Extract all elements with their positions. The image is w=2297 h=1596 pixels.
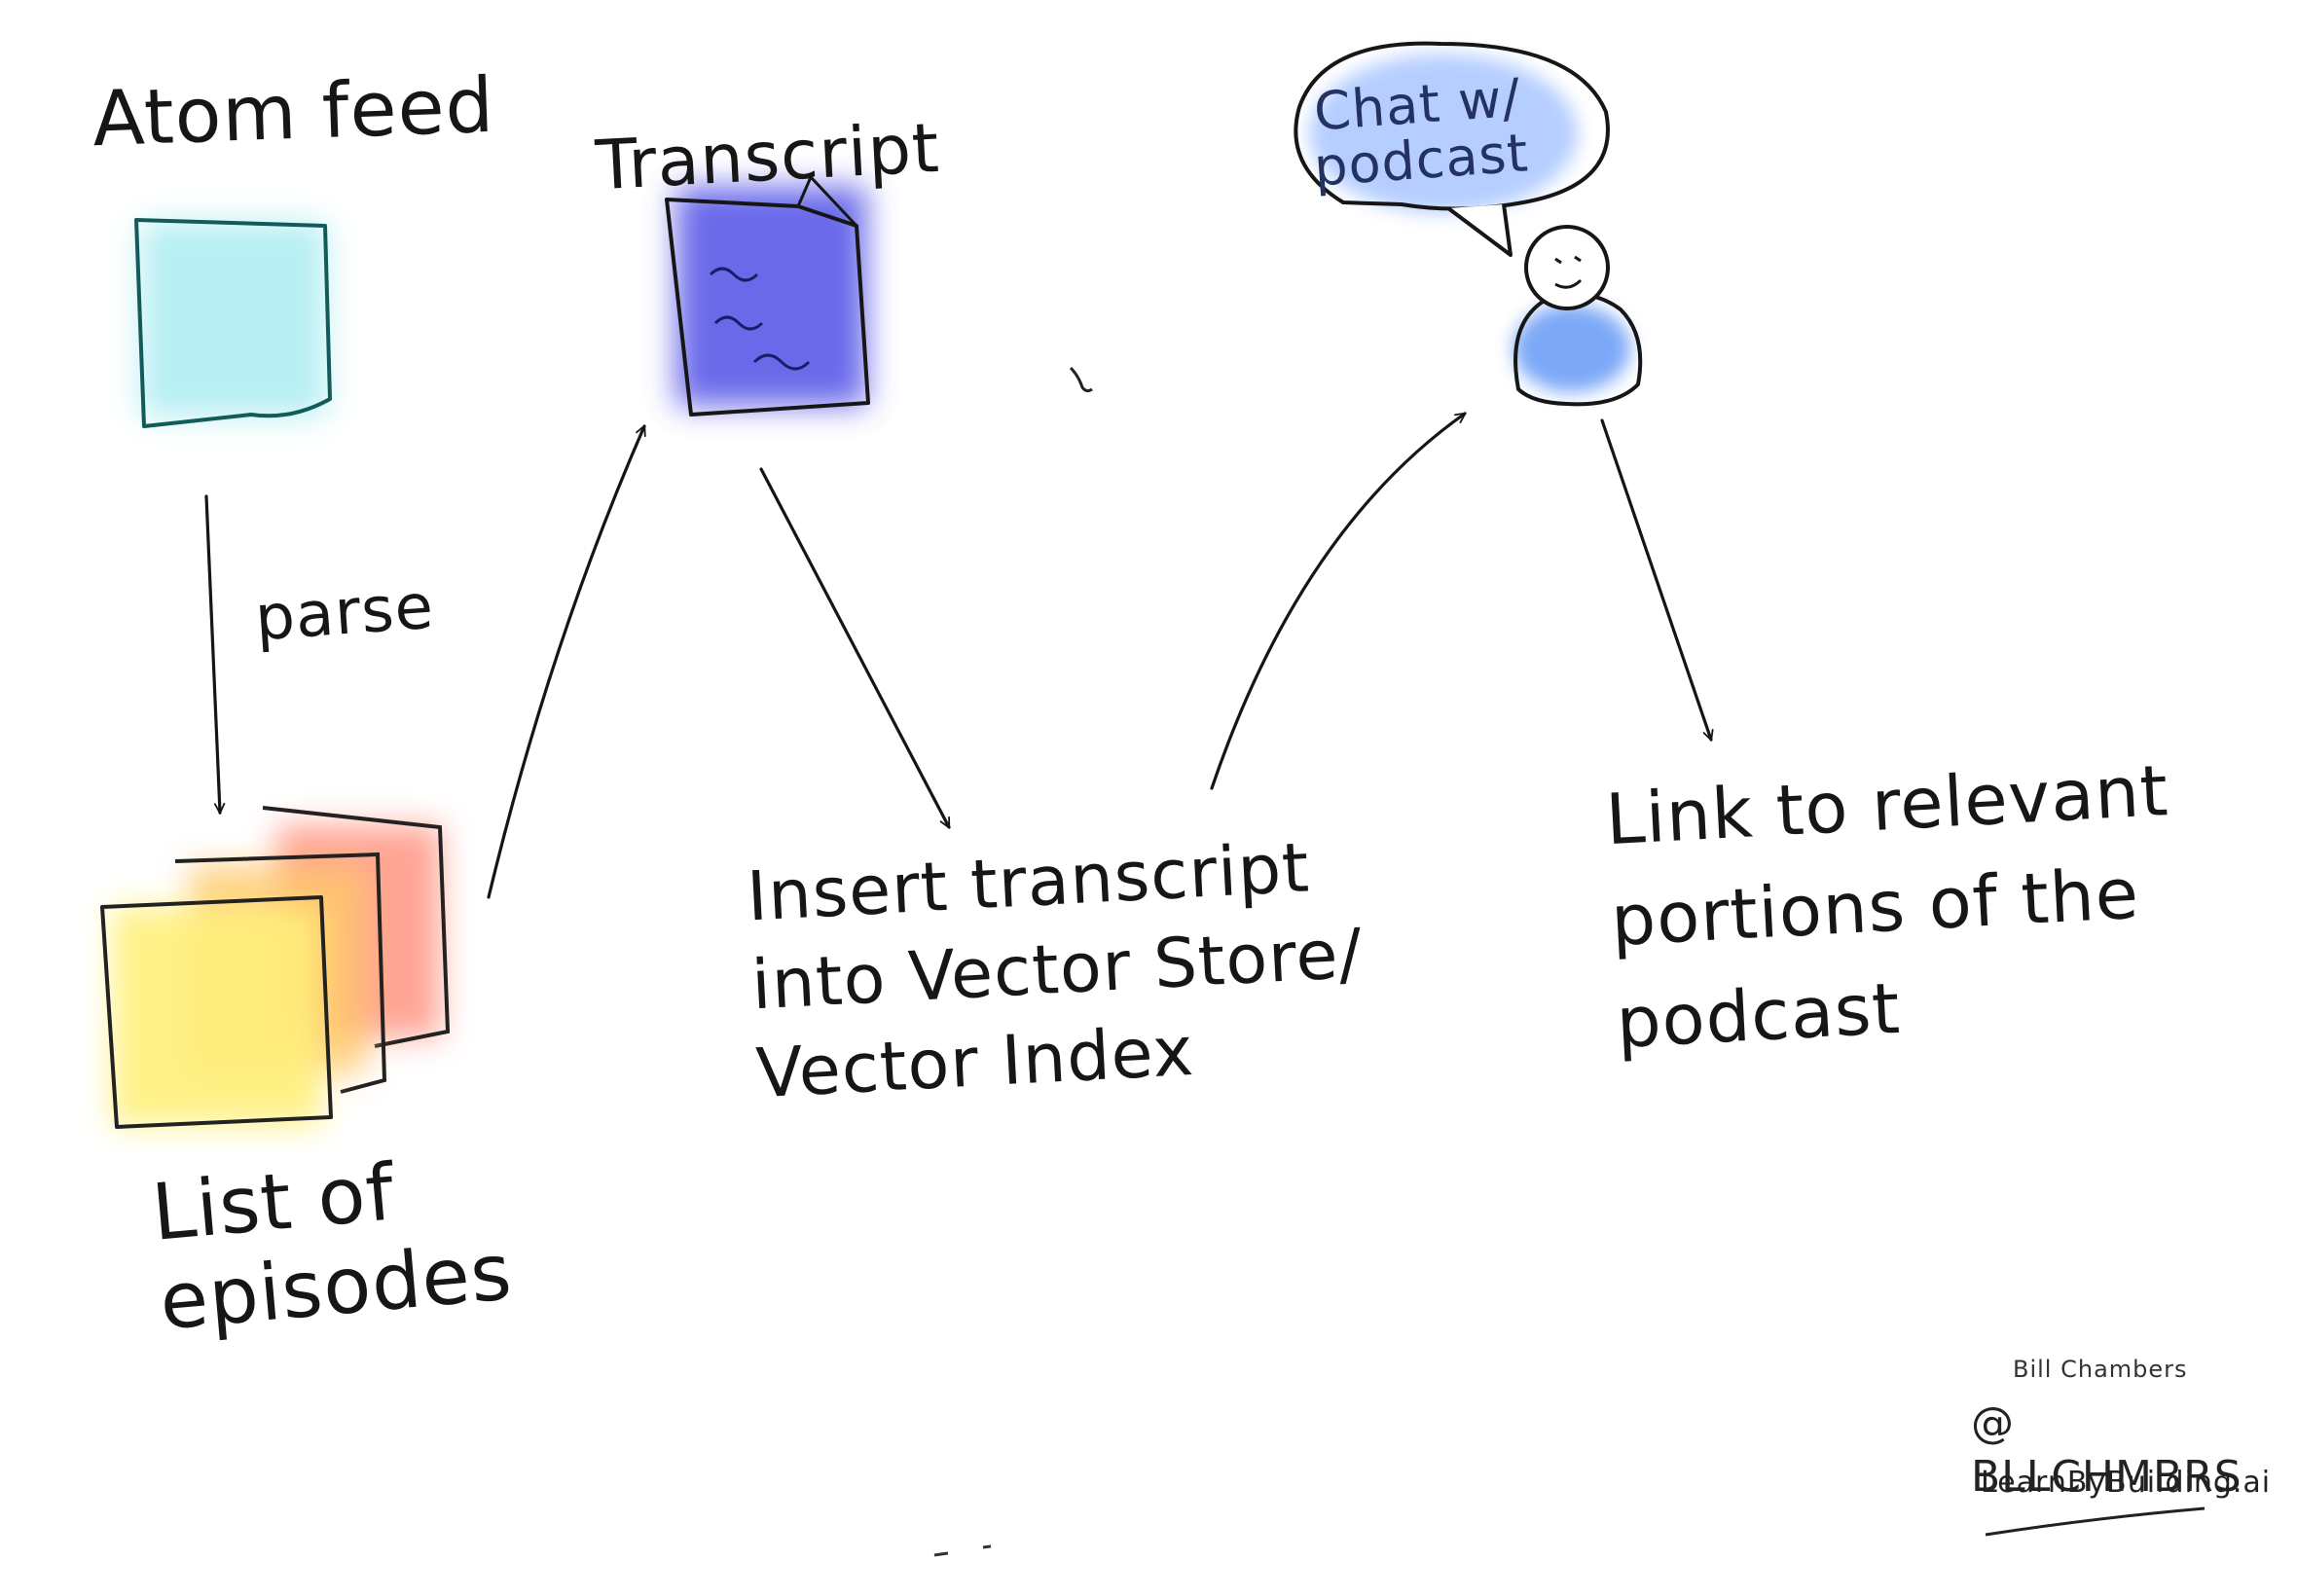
signature-site: LearnByBuilding.ai (1981, 1466, 2272, 1500)
signature-handle: @ BLLCHMBRS (1971, 1398, 2242, 1502)
stray-mark (1069, 366, 1093, 393)
arrow-chat-to-link (1600, 418, 1711, 740)
list-of-episodes-label: List of episodes (148, 1146, 516, 1348)
episodes-stacked-pages-icon (100, 806, 451, 1129)
signature-underline (1985, 1506, 2206, 1537)
atom-feed-document-icon (134, 218, 332, 428)
transcript-document-icon (665, 174, 870, 417)
signature-name: Bill Chambers (2013, 1356, 2188, 1383)
arrow-parse (204, 494, 220, 813)
arrow-vector-store-to-chat (1210, 412, 1465, 790)
arrow-transcript-to-vector-store (759, 467, 951, 827)
insert-transcript-label: Insert transcript into Vector Store/ Vec… (745, 827, 1365, 1114)
user-person-icon (1513, 225, 1643, 407)
parse-label: parse (252, 570, 437, 656)
link-to-relevant-label: Link to relevant portions of the podcast (1603, 749, 2171, 1064)
chat-bubble-label: Chat w/ podcast (1311, 66, 1531, 199)
stray-mark (933, 1544, 992, 1557)
atom-feed-label: Atom feed (91, 61, 496, 164)
transcript-label: Transcript (594, 107, 942, 206)
arrow-episodes-to-transcript (487, 426, 644, 899)
chat-speech-bubble-icon (1294, 41, 1610, 257)
